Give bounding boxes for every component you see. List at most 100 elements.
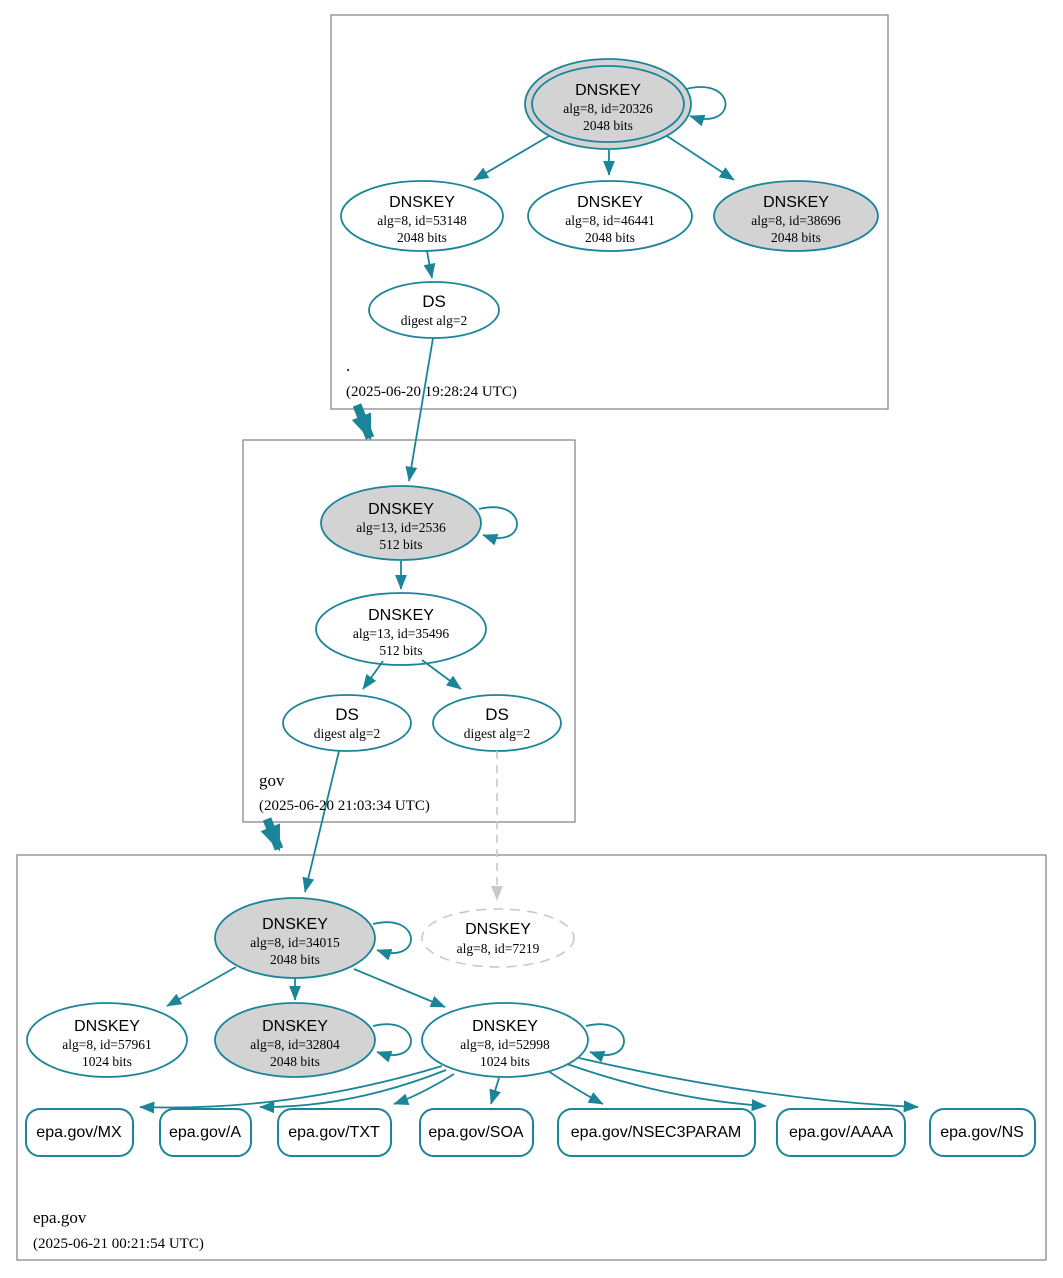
node-epa-dnskey-7219-missing[interactable]: DNSKEY alg=8, id=7219	[421, 908, 575, 968]
dnskey-ellipse	[713, 180, 879, 252]
node-detail: alg=8, id=7219	[457, 941, 540, 956]
node-epa-dnskey-32804[interactable]: DNSKEY alg=8, id=32804 2048 bits	[214, 1002, 376, 1078]
node-detail: alg=13, id=35496	[353, 626, 449, 641]
edge-root-ksk20326-self-loop	[685, 86, 727, 127]
ds-ellipse	[282, 694, 412, 752]
node-title: DNSKEY	[472, 1018, 538, 1035]
zone-timestamp-root: (2025-06-20 19:28:24 UTC)	[346, 384, 517, 400]
edge-epa-dnskey52998-to-txt	[393, 1073, 455, 1106]
node-gov-zsk-35496[interactable]: DNSKEY alg=13, id=35496 512 bits	[315, 592, 487, 666]
zone-timestamp-epa-gov: (2025-06-21 00:21:54 UTC)	[33, 1236, 204, 1252]
record-rect	[929, 1108, 1036, 1157]
node-root-zsk-53148[interactable]: DNSKEY alg=8, id=53148 2048 bits	[340, 180, 504, 252]
record-epa-gov-a[interactable]: epa.gov/A	[159, 1108, 252, 1157]
node-detail: 2048 bits	[270, 1054, 320, 1069]
node-title: DNSKEY	[74, 1018, 140, 1035]
edge-epa-dnskey52998-to-soa	[489, 1077, 501, 1105]
record-label: epa.gov/AAAA	[789, 1124, 893, 1141]
node-epa-dnskey-52998[interactable]: DNSKEY alg=8, id=52998 1024 bits	[421, 1002, 589, 1078]
node-detail: 2048 bits	[270, 952, 320, 967]
node-epa-ksk-34015[interactable]: DNSKEY alg=8, id=34015 2048 bits	[214, 897, 376, 979]
node-root-dnskey-38696[interactable]: DNSKEY alg=8, id=38696 2048 bits	[713, 180, 879, 252]
node-detail: digest alg=2	[314, 726, 380, 741]
node-detail: alg=8, id=53148	[377, 213, 467, 228]
node-title: DNSKEY	[577, 194, 643, 211]
node-root-zsk-46441[interactable]: DNSKEY alg=8, id=46441 2048 bits	[527, 180, 693, 252]
ds-ellipse	[368, 281, 500, 339]
node-title: DNSKEY	[575, 82, 641, 99]
record-rect	[25, 1108, 134, 1157]
delegation-arrow-root-to-gov	[351, 403, 375, 441]
node-detail: alg=8, id=46441	[565, 213, 654, 228]
node-title: DNSKEY	[368, 607, 434, 624]
node-title: DNSKEY	[368, 501, 434, 518]
ksk-inner-ellipse	[531, 65, 685, 143]
node-detail: 2048 bits	[397, 230, 447, 245]
node-root-ds[interactable]: DS digest alg=2	[368, 281, 500, 339]
node-detail: 512 bits	[379, 537, 422, 552]
dnskey-ellipse	[315, 592, 487, 666]
node-detail: 2048 bits	[583, 118, 633, 133]
node-detail: alg=8, id=20326	[563, 101, 653, 116]
node-title: DNSKEY	[389, 194, 455, 211]
node-title: DNSKEY	[465, 921, 531, 938]
edge-epa-dnskey32804-self-loop	[372, 1023, 412, 1063]
node-detail: digest alg=2	[401, 313, 467, 328]
edge-gov-zsk35496-to-ds1	[362, 660, 384, 690]
edge-epa-dnskey52998-to-nsec3param	[547, 1070, 604, 1105]
dnskey-ellipse	[26, 1002, 188, 1078]
node-title: DS	[422, 292, 446, 311]
node-gov-ds-2[interactable]: DS digest alg=2	[432, 694, 562, 752]
edge-gov-ds1-to-epa-ksk34015	[302, 750, 340, 893]
edge-epa-dnskey52998-to-a	[259, 1069, 447, 1114]
node-detail: alg=8, id=34015	[250, 935, 340, 950]
node-title: DS	[485, 705, 509, 724]
edge-root-ds-to-gov-ksk2536	[405, 337, 434, 482]
record-epa-gov-aaaa[interactable]: epa.gov/AAAA	[776, 1108, 906, 1157]
zone-label-root: .	[346, 356, 350, 375]
node-title: DS	[335, 705, 359, 724]
record-epa-gov-nsec3param[interactable]: epa.gov/NSEC3PARAM	[557, 1108, 756, 1157]
node-detail: 2048 bits	[585, 230, 635, 245]
record-rect	[419, 1108, 534, 1157]
dnskey-ellipse	[421, 1002, 589, 1078]
edge-epa-dnskey52998-to-aaaa	[566, 1063, 767, 1112]
node-title: DNSKEY	[262, 916, 328, 933]
dnskey-ellipse	[340, 180, 504, 252]
node-gov-ds-1[interactable]: DS digest alg=2	[282, 694, 412, 752]
zone-timestamp-gov: (2025-06-20 21:03:34 UTC)	[259, 798, 430, 814]
record-epa-gov-mx[interactable]: epa.gov/MX	[25, 1108, 134, 1157]
zone-label-gov: gov	[259, 771, 285, 790]
dnskey-ellipse	[320, 485, 482, 561]
edge-epa-ksk34015-to-dnskey57961	[166, 966, 237, 1007]
edge-epa-dnskey52998-to-mx	[139, 1065, 443, 1114]
record-rect	[776, 1108, 906, 1157]
edge-epa-dnskey52998-self-loop	[585, 1023, 625, 1063]
edge-epa-ksk34015-to-dnskey52998	[353, 968, 446, 1008]
dnskey-ellipse	[214, 1002, 376, 1078]
dnskey-dashed-ellipse	[421, 908, 575, 968]
record-rect	[557, 1108, 756, 1157]
node-detail: alg=8, id=32804	[250, 1037, 340, 1052]
node-gov-ksk-2536[interactable]: DNSKEY alg=13, id=2536 512 bits	[320, 485, 482, 561]
record-label: epa.gov/NS	[940, 1124, 1024, 1141]
node-detail: 1024 bits	[480, 1054, 530, 1069]
node-detail: alg=8, id=52998	[460, 1037, 550, 1052]
record-epa-gov-ns[interactable]: epa.gov/NS	[929, 1108, 1036, 1157]
node-title: DNSKEY	[763, 194, 829, 211]
node-root-ksk-20326[interactable]: DNSKEY alg=8, id=20326 2048 bits	[524, 58, 692, 150]
node-detail: alg=13, id=2536	[356, 520, 446, 535]
node-epa-dnskey-57961[interactable]: DNSKEY alg=8, id=57961 1024 bits	[26, 1002, 188, 1078]
zone-label-epa-gov: epa.gov	[33, 1208, 87, 1227]
record-label: epa.gov/SOA	[428, 1124, 524, 1141]
record-label: epa.gov/A	[169, 1124, 241, 1141]
delegation-arrow-gov-to-epa	[260, 817, 284, 852]
node-detail: alg=8, id=57961	[62, 1037, 151, 1052]
record-label: epa.gov/NSEC3PARAM	[571, 1124, 741, 1141]
record-label: epa.gov/MX	[36, 1124, 122, 1141]
dnskey-ellipse	[527, 180, 693, 252]
record-epa-gov-txt[interactable]: epa.gov/TXT	[277, 1108, 392, 1157]
record-label: epa.gov/TXT	[288, 1124, 380, 1141]
record-epa-gov-soa[interactable]: epa.gov/SOA	[419, 1108, 534, 1157]
